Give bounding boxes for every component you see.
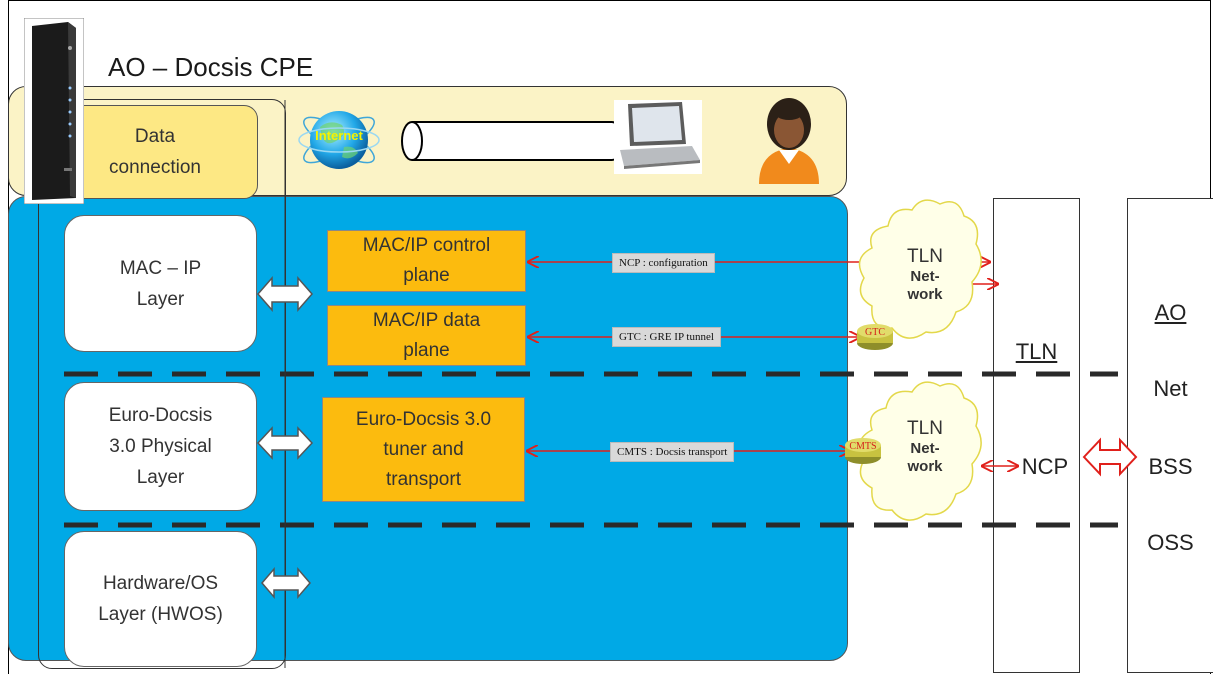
mac-ip-layer-box: MAC – IP Layer [64, 215, 257, 352]
cmts-link-label: CMTS : Docsis transport [610, 442, 735, 462]
tln-cloud-bottom-sub-1: Net- [910, 440, 940, 457]
data-plane-line-2: plane [403, 339, 450, 361]
ao-oss-label: OSS [1147, 530, 1194, 555]
cable-modem-icon [24, 18, 84, 204]
tln-cloud-bottom-title: TLN [907, 418, 943, 439]
ao-net-label: Net [1153, 376, 1188, 401]
mac-ip-layer-line-1: MAC – IP [119, 257, 202, 279]
tln-cloud-top-title: TLN [907, 246, 943, 267]
tln-cloud-top [858, 199, 982, 339]
ncp-link-label: NCP : configuration [612, 253, 715, 273]
internet-globe-icon [298, 111, 380, 169]
ncp-ao-double-arrow [1082, 437, 1138, 477]
layer-double-arrow-3 [261, 566, 311, 600]
layer-double-arrow-2 [256, 426, 314, 460]
physical-layer-box: Euro-Docsis 3.0 Physical Layer [64, 382, 257, 511]
laptop-icon [614, 100, 702, 174]
tuner-transport-box: Euro-Docsis 3.0 tuner and transport [322, 397, 525, 502]
mac-ip-layer-line-2: Layer [136, 288, 185, 310]
cmts-router-icon [845, 438, 881, 452]
ao-label: AO [1154, 300, 1187, 325]
gtc-router-label: GTC [865, 326, 885, 338]
hwos-layer-line-2: Layer (HWOS) [98, 604, 223, 625]
gtc-link-label: GTC : GRE IP tunnel [612, 327, 721, 347]
hwos-layer-line-1: Hardware/OS [102, 573, 219, 594]
ncp-label: NCP [1021, 454, 1069, 479]
gtc-router-icon [857, 324, 893, 338]
data-connection-box: Data connection [52, 105, 258, 199]
data-connection-line-2: connection [109, 157, 201, 178]
tln-cloud-top-text: TLN Net- work [885, 246, 965, 304]
ao-bss-label: BSS [1148, 454, 1193, 479]
control-plane-line-1: MAC/IP control [362, 235, 491, 256]
tln-cloud-top-sub-1: Net- [910, 268, 940, 285]
cmts-router-label: CMTS [849, 440, 877, 452]
data-connection-line-1: Data [134, 126, 176, 147]
layer-double-arrow-1 [257, 276, 313, 312]
tln-ncp-box [993, 198, 1080, 673]
tln-cloud-bottom-sub-2: work [907, 458, 943, 475]
physical-layer-line-2: 3.0 Physical [109, 436, 212, 457]
tuner-line-3: transport [386, 468, 461, 490]
data-plane-line-1: MAC/IP data [372, 309, 481, 331]
ao-bss-box [1127, 198, 1213, 673]
tuner-line-1: Euro-Docsis 3.0 [355, 408, 492, 430]
internet-label: Internet [315, 127, 363, 143]
tuner-line-2: tuner and [383, 438, 464, 460]
mac-ip-data-plane-box: MAC/IP data plane [327, 305, 526, 366]
user-person-icon [759, 98, 819, 184]
hwos-layer-box: Hardware/OS Layer (HWOS) [64, 531, 257, 667]
tln-label: TLN [1015, 339, 1058, 364]
control-plane-line-2: plane [403, 265, 450, 286]
mac-ip-control-plane-box: MAC/IP control plane [327, 230, 526, 292]
page-title: AO – Docsis CPE [108, 52, 314, 82]
tln-cloud-top-sub-2: work [907, 286, 943, 303]
tln-cloud-bottom-text: TLN Net- work [885, 418, 965, 476]
physical-layer-line-1: Euro-Docsis [108, 405, 213, 426]
physical-layer-line-3: Layer [136, 467, 185, 488]
